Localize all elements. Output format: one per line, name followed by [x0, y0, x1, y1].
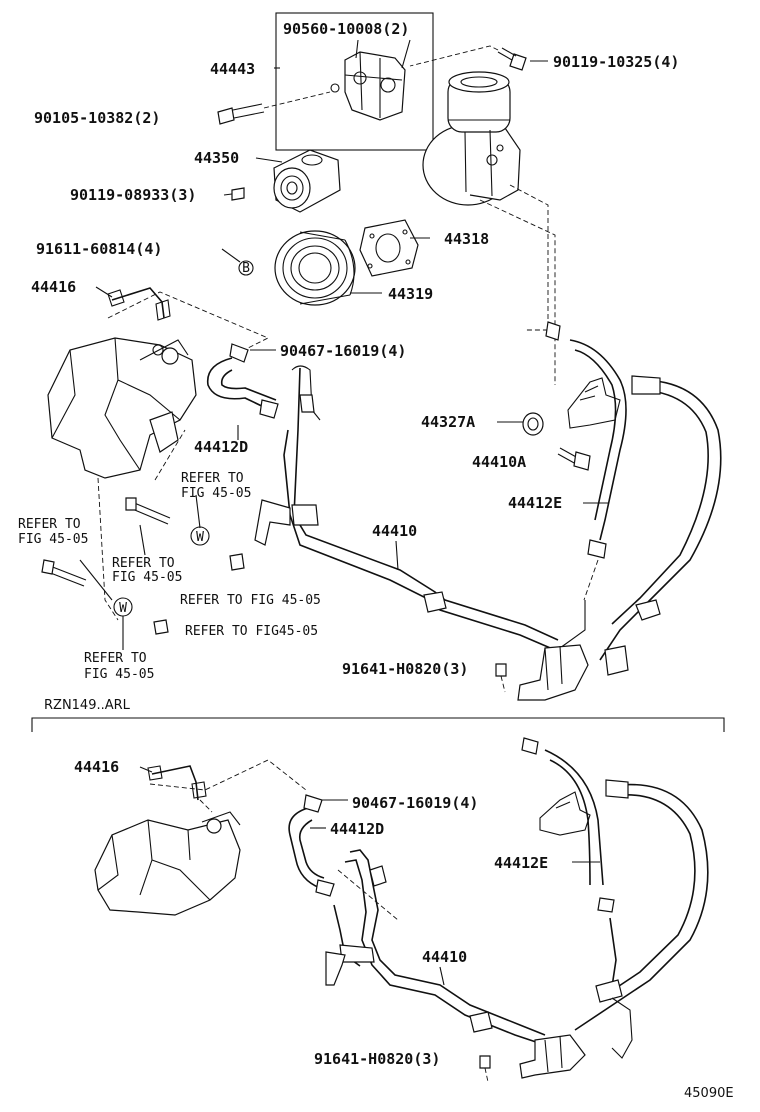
pipe-44416-bottom	[147, 765, 207, 801]
figure-code: 45090E	[684, 1086, 734, 1101]
label-44443: 44443	[210, 60, 255, 78]
nut-left-d	[153, 619, 169, 635]
marker-w-2-text: W	[119, 601, 127, 616]
power-steering-pump	[422, 71, 521, 206]
label-91611-60814: 91611-60814(4)	[36, 240, 162, 258]
label-90467-16019: 90467-16019(4)	[280, 342, 406, 360]
bolt-left-b	[41, 559, 87, 587]
nut-left-c	[229, 553, 245, 571]
label-91641-h0820-bottom: 91641-H0820(3)	[314, 1050, 440, 1068]
section-label: RZN149..ARL	[44, 698, 131, 713]
refer-note-6b: FIG 45-05	[84, 667, 154, 682]
bracket-44443	[275, 12, 434, 151]
return-pipe-bottom	[574, 779, 709, 1059]
refer-note-1a: REFER TO	[181, 471, 244, 486]
label-44410-bottom: 44410	[422, 948, 467, 966]
pressure-pipe	[254, 365, 559, 651]
refer-note-4: REFER TO FIG 45-05	[180, 593, 321, 608]
refer-note-5: REFER TO FIG45-05	[185, 624, 318, 639]
marker-w-1-text: W	[196, 530, 204, 545]
marker-w-1: W	[190, 526, 210, 546]
bolt-90119-10325	[409, 45, 527, 71]
pulley-44350	[273, 149, 341, 213]
marker-w-2: W	[113, 597, 133, 617]
label-44327a: 44327A	[421, 413, 475, 431]
label-90119-10325: 90119-10325(4)	[553, 53, 679, 71]
label-44410: 44410	[372, 522, 417, 540]
hose-44412e-bottom	[521, 737, 615, 913]
label-44350: 44350	[194, 149, 239, 167]
pulley-44319	[274, 230, 356, 306]
mount-bracket-top	[495, 644, 629, 701]
return-pipe	[559, 375, 722, 661]
hose-44412d	[206, 343, 279, 419]
bolt-44410a	[557, 447, 591, 471]
refer-note-2a: REFER TO	[18, 517, 81, 532]
refer-note-6a: REFER TO	[84, 651, 147, 666]
hose-44412d-bottom	[288, 794, 335, 897]
label-90119-08933: 90119-08933(3)	[70, 186, 196, 204]
label-44412d: 44412D	[194, 438, 248, 456]
steering-gear-bottom	[94, 811, 241, 916]
label-44319: 44319	[388, 285, 433, 303]
pipe-44416	[107, 287, 171, 321]
label-44412e-bottom: 44412E	[494, 854, 548, 872]
plate-44318	[359, 219, 419, 277]
label-44410a: 44410A	[472, 453, 526, 471]
marker-b: B	[238, 260, 254, 276]
pressure-pipe-bottom	[325, 849, 546, 1046]
label-90560-10008: 90560-10008(2)	[283, 20, 409, 38]
clamp-44327a	[522, 412, 544, 436]
refer-note-1b: FIG 45-05	[181, 486, 251, 501]
steering-gear	[47, 337, 197, 479]
label-44412d-bottom: 44412D	[330, 820, 384, 838]
refer-note-3a: REFER TO	[112, 556, 175, 571]
hose-44412e	[545, 321, 627, 559]
label-90105-10382: 90105-10382(2)	[34, 109, 160, 127]
bolt-90119-08933	[223, 187, 245, 201]
bolt-90105	[217, 91, 331, 125]
refer-note-2b: FIG 45-05	[18, 532, 88, 547]
marker-b-text: B	[242, 261, 250, 276]
label-44318: 44318	[444, 230, 489, 248]
label-44412e: 44412E	[508, 494, 562, 512]
mount-bracket-bottom	[479, 1034, 586, 1083]
label-90467-16019-bottom: 90467-16019(4)	[352, 794, 478, 812]
label-44416-bottom: 44416	[74, 758, 119, 776]
label-91641-h0820: 91641-H0820(3)	[342, 660, 468, 678]
refer-note-3b: FIG 45-05	[112, 570, 182, 585]
label-44416: 44416	[31, 278, 76, 296]
bolt-left-a	[125, 497, 171, 525]
